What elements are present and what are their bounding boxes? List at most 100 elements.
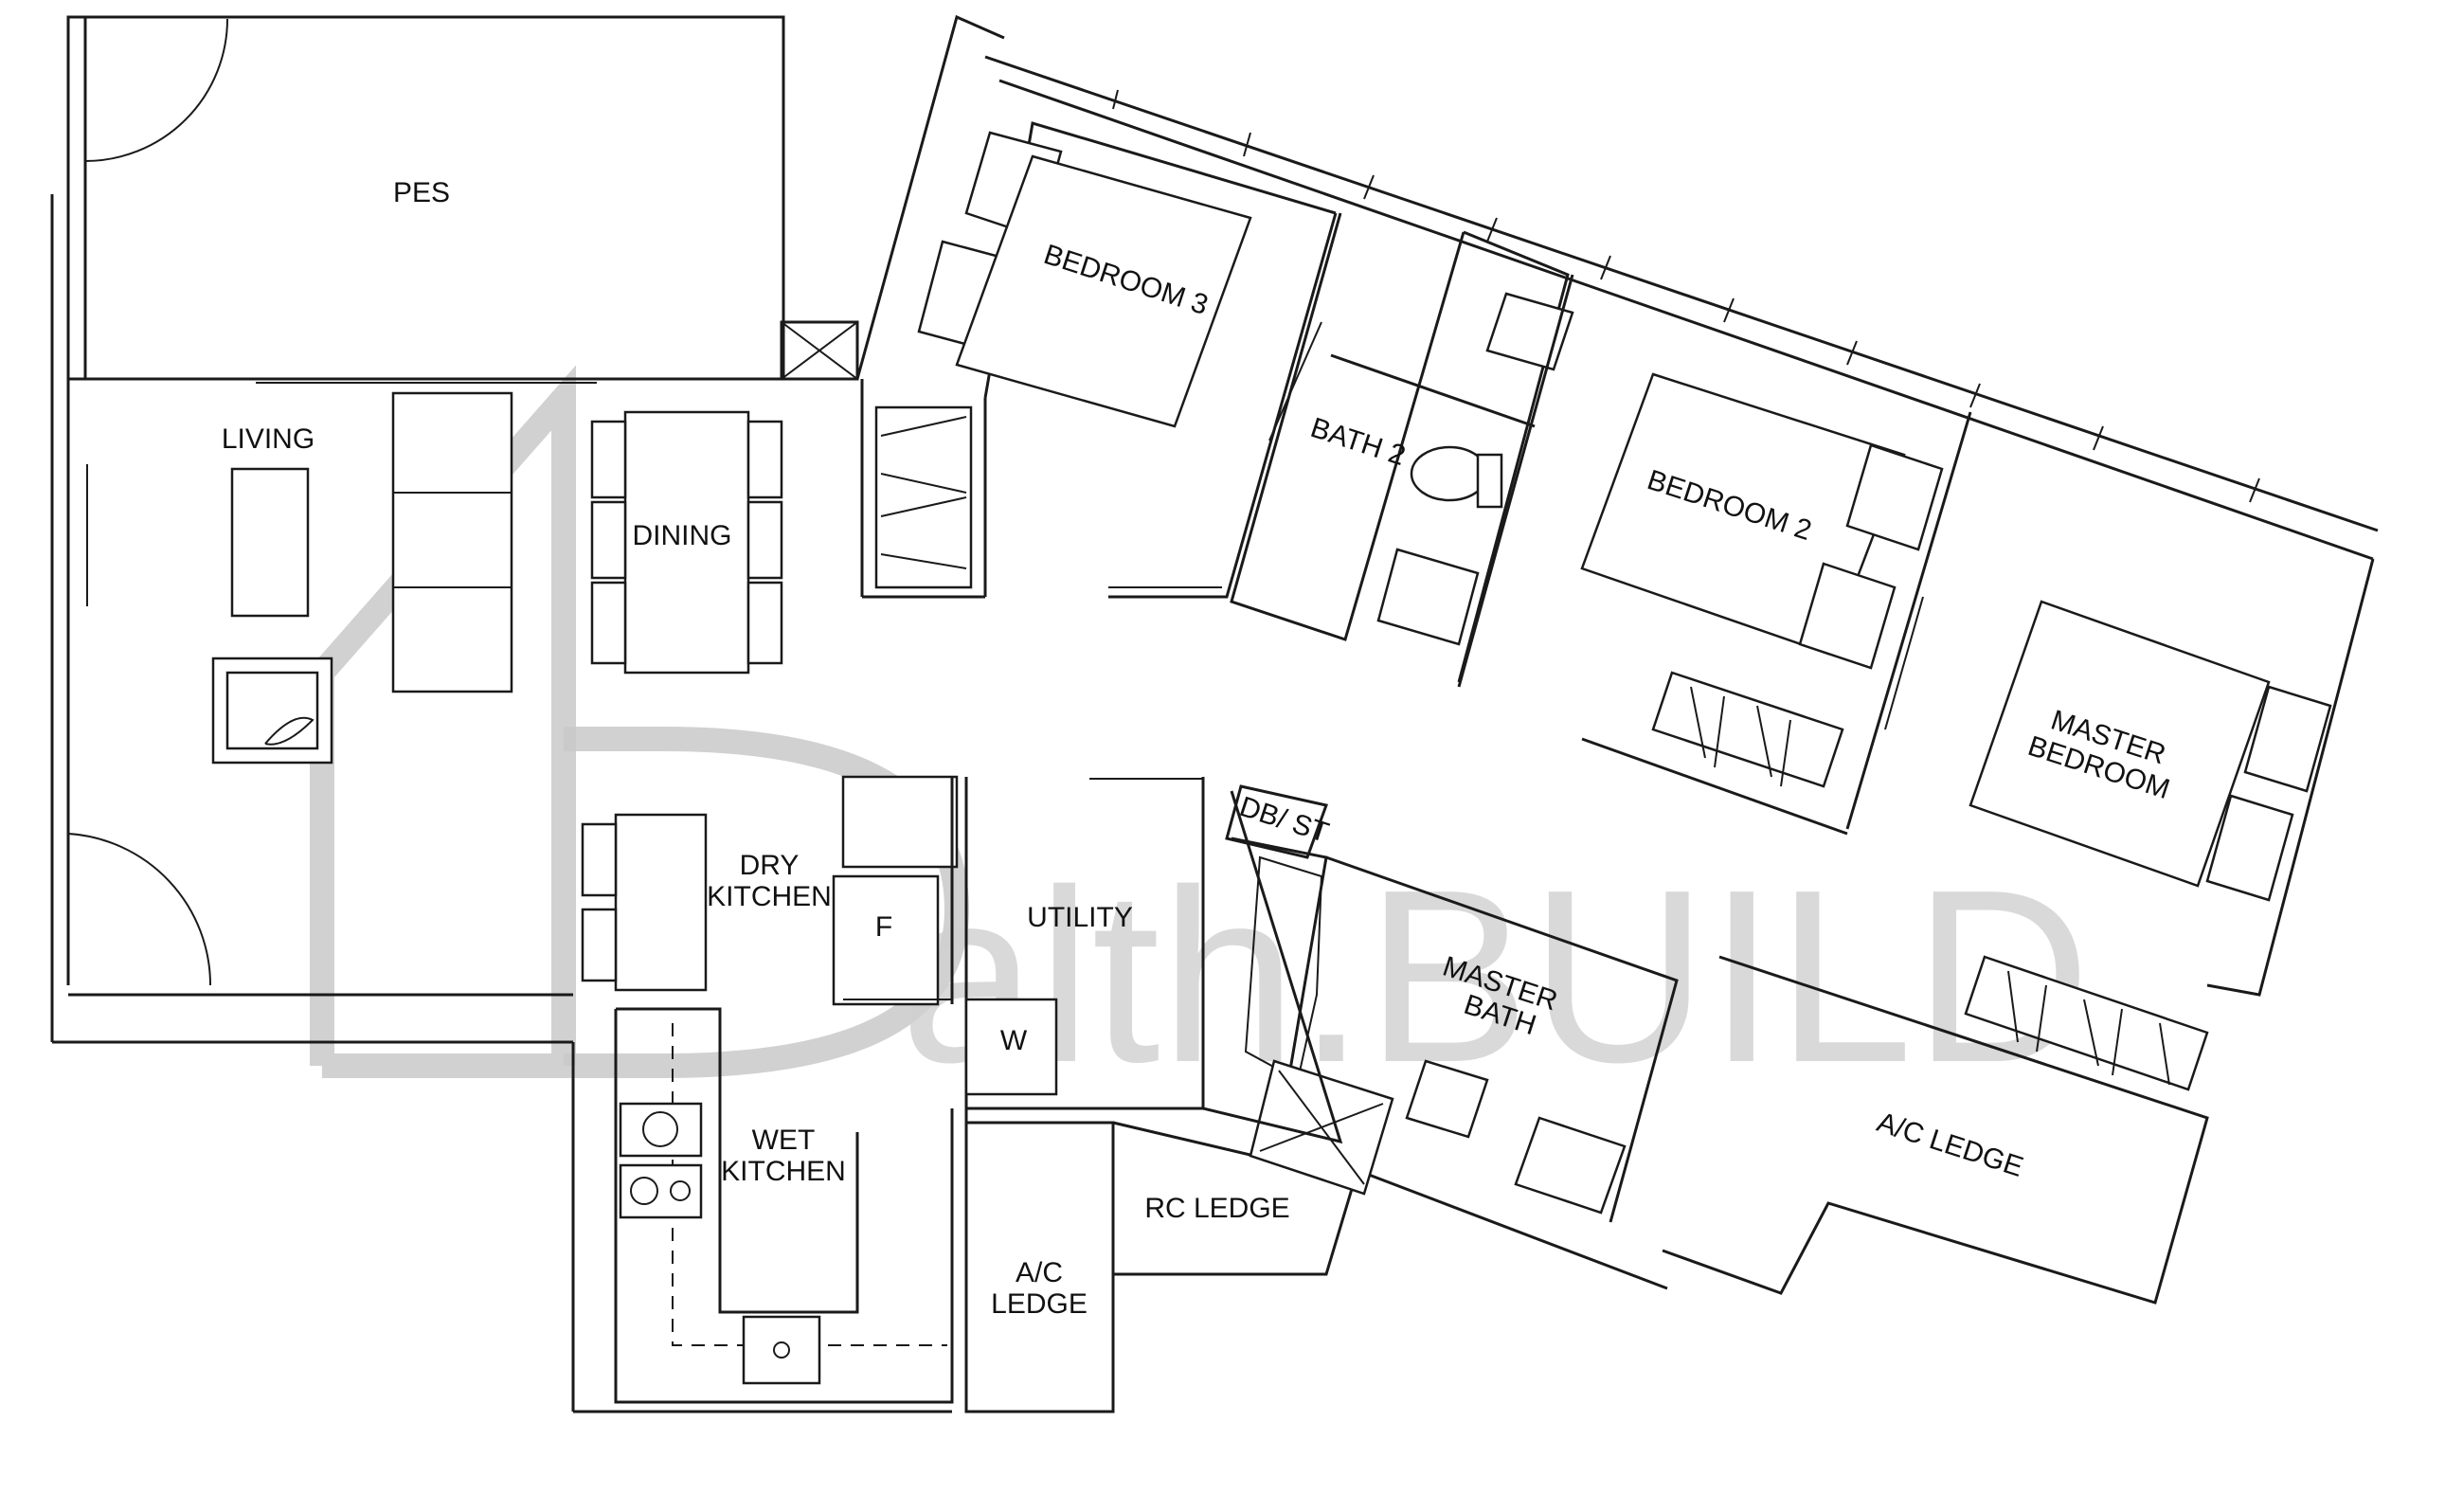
watermark-text: alth.BUILD xyxy=(900,839,2091,1114)
bath2-right-wall xyxy=(1457,230,1570,683)
bedroom3-outer-wall xyxy=(855,14,1005,380)
window-mullion xyxy=(1600,255,1611,280)
master-bath xyxy=(1225,784,1679,1290)
toilet-tank xyxy=(1476,453,1503,509)
db-st xyxy=(1225,784,1328,859)
label-pes: PES xyxy=(393,177,450,208)
master-outer-wall xyxy=(2206,558,2375,997)
dining-chair xyxy=(746,581,783,665)
window-mullion xyxy=(2093,425,2104,451)
shaft xyxy=(780,320,859,381)
bedroom2-door xyxy=(1884,596,1924,730)
window-mullion xyxy=(1723,297,1735,323)
window-mullion xyxy=(1363,174,1375,200)
wet-kitchen-dashed-line xyxy=(672,1023,947,1346)
label-fridge: F xyxy=(875,911,892,943)
label-living: LIVING xyxy=(222,423,315,455)
label-dining: DINING xyxy=(633,520,732,551)
window-mullion xyxy=(1846,340,1858,366)
window-mullion xyxy=(1112,89,1119,110)
north-facade-inner xyxy=(998,79,2374,561)
vanity-master xyxy=(1514,1116,1627,1215)
dry-kitchen-counter xyxy=(841,775,959,869)
bedside-table xyxy=(1845,443,1944,551)
sofa xyxy=(391,391,513,693)
bedroom2 xyxy=(1457,274,1972,836)
coffee-table xyxy=(230,467,310,618)
bedroom2-right-wall xyxy=(1845,411,1972,830)
label-ac-ledge-small-1: A/C xyxy=(1016,1257,1063,1288)
bar-stool xyxy=(581,822,618,897)
shaft-box xyxy=(780,320,859,381)
burner-icon xyxy=(642,1111,678,1147)
shaft-cross-b xyxy=(781,321,858,380)
vanity-bath2 xyxy=(1376,548,1480,646)
label-ac-ledge-small-2: LEDGE xyxy=(991,1288,1088,1320)
dry-kitchen xyxy=(581,775,959,1006)
window-mullion xyxy=(1969,383,1981,408)
bedside-table xyxy=(2205,794,2294,902)
label-rc-ledge: RC LEDGE xyxy=(1144,1193,1289,1224)
label-dry-kitchen-1: DRY xyxy=(740,850,800,881)
bedside-table xyxy=(1798,562,1897,670)
stove-top xyxy=(619,1163,703,1219)
kitchen-island xyxy=(614,813,708,992)
bed-master xyxy=(1969,600,2271,888)
label-dry-kitchen-2: KITCHEN xyxy=(707,881,832,912)
dining-chair xyxy=(590,500,627,580)
bar-stool xyxy=(581,908,618,982)
room-labels: PES LIVING DINING BEDROOM 3 BATH 2 BEDRO… xyxy=(222,177,2173,1320)
main-door-swing xyxy=(67,833,212,986)
wardrobe-hangers xyxy=(880,416,967,569)
pes-door-swing xyxy=(84,18,228,162)
bath2-divider xyxy=(1330,353,1536,428)
toilet-bath2 xyxy=(1410,445,1489,502)
shower-cross-b xyxy=(1259,1103,1384,1152)
wet-kitchen-counter xyxy=(616,1007,859,1314)
label-wet-kitchen-1: WET xyxy=(752,1125,816,1156)
wardrobe-hangers xyxy=(1690,686,1791,787)
label-washer: W xyxy=(1000,1025,1028,1056)
drain-icon xyxy=(773,1341,790,1359)
living-furniture xyxy=(211,391,513,765)
corridor-walls xyxy=(1202,790,1343,1144)
ledges-south xyxy=(964,1121,1357,1413)
window-mullion xyxy=(1486,217,1498,243)
dining-chair xyxy=(590,420,627,499)
label-bath2: BATH 2 xyxy=(1306,412,1409,472)
label-ac-ledge-large: A/C LEDGE xyxy=(1873,1107,2026,1183)
window-mullion xyxy=(2249,477,2260,503)
wardrobe-hangers xyxy=(2007,970,2170,1086)
bedroom3-right-wall xyxy=(1108,212,1338,599)
dining-chair xyxy=(746,500,783,580)
bedroom2-left-wall xyxy=(1457,274,1574,688)
watermark: alth.BUILD xyxy=(310,365,2091,1114)
wardrobe-bedroom3 xyxy=(874,405,973,589)
wet-kitchen-walls xyxy=(614,1009,954,1404)
bath2-walls xyxy=(1230,212,1465,641)
ac-ledge-large-outline xyxy=(1662,955,2209,1305)
dining-furniture xyxy=(590,410,783,675)
bath2-sliding-door xyxy=(1268,321,1322,441)
bed-bedroom3 xyxy=(955,154,1252,428)
north-facade xyxy=(984,55,2379,532)
master-bath-right xyxy=(1325,855,1679,1223)
dining-chair xyxy=(590,581,627,665)
burner-icon xyxy=(630,1177,658,1205)
bedroom3-furniture xyxy=(874,131,1252,589)
wardrobe-bedroom2 xyxy=(1651,671,1844,788)
bedside-table xyxy=(2243,685,2332,793)
burner-icon xyxy=(670,1180,691,1201)
fridge xyxy=(832,874,940,1006)
dining-table xyxy=(623,410,750,675)
wet-kitchen xyxy=(614,1007,954,1404)
master-bedroom xyxy=(1964,558,2375,1091)
left-wing-walls xyxy=(50,15,952,1413)
watermark-d-mark xyxy=(564,727,970,1078)
rc-ledge xyxy=(1112,1121,1357,1276)
label-wet-kitchen-2: KITCHEN xyxy=(721,1156,846,1187)
washer xyxy=(964,998,1058,1096)
label-utility: UTILITY xyxy=(1027,902,1133,933)
